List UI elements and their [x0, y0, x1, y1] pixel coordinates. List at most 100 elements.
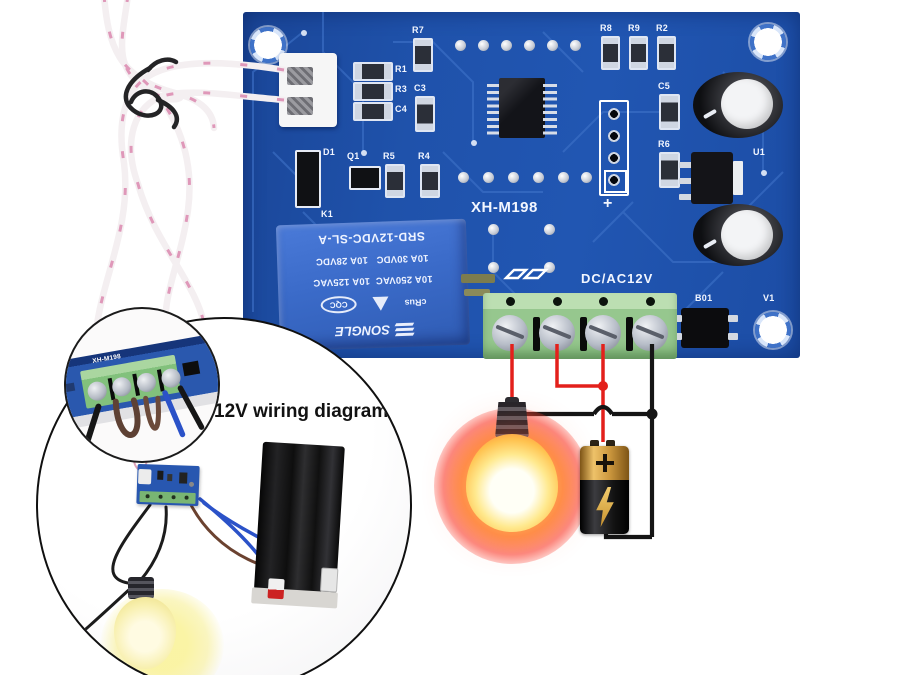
ic-pins-right: [543, 84, 557, 138]
capacitor-top: [721, 210, 773, 260]
transistor-q1: [349, 166, 381, 190]
resistor-r2: [657, 36, 676, 70]
via: [761, 170, 767, 176]
silkscreen-r5: R5: [383, 151, 396, 161]
mini-component: [179, 472, 188, 484]
solder-pad-bar: [461, 274, 495, 283]
solder-pad: [570, 40, 581, 51]
capacitor-top: [721, 79, 773, 129]
solder-pad: [508, 172, 519, 183]
solder-pad: [488, 262, 499, 273]
rectifier-b01: [672, 308, 738, 348]
component-leg: [728, 333, 738, 340]
closeup-wires: [79, 385, 205, 460]
ic-chip: [499, 78, 545, 138]
board-model-silkscreen: XH-M198: [471, 199, 538, 216]
silkscreen-r4: R4: [418, 151, 431, 161]
solder-pad: [544, 262, 555, 273]
silkscreen-r2: R2: [656, 23, 669, 33]
capacitor-c5: [659, 94, 680, 130]
resistor-r6: [659, 152, 680, 188]
solder-pad: [501, 40, 512, 51]
solder-pad: [458, 172, 469, 183]
regulator-leg: [679, 194, 695, 200]
via: [301, 30, 307, 36]
connector-crimp: [287, 67, 313, 85]
silkscreen-r8: R8: [600, 23, 613, 33]
solder-pad: [558, 172, 569, 183]
solder-pad: [547, 40, 558, 51]
silkscreen-r6: R6: [658, 139, 671, 149]
regulator-tab: [733, 161, 743, 195]
capacitor-c4: [353, 102, 393, 121]
battery: [580, 446, 629, 534]
sensor-connector: [279, 53, 337, 127]
header-hole: [608, 130, 620, 142]
solder-pad: [483, 172, 494, 183]
mounting-hole-bottom-right: [755, 312, 791, 348]
silkscreen-k1: K1: [321, 209, 334, 219]
regulator-leg: [679, 162, 695, 168]
mini-battery-terminal-red: [267, 578, 285, 600]
header-pin1-marker: [604, 170, 627, 193]
resistor-r8: [601, 36, 620, 70]
resistor-r7: [413, 38, 433, 72]
mini-battery-terminal-white: [319, 567, 339, 593]
terminal-screw-1: [492, 315, 528, 351]
silkscreen-plus: +: [603, 195, 613, 212]
mini-pcb-module: [136, 463, 200, 507]
silkscreen-c5: C5: [658, 81, 671, 91]
battery-body: [580, 480, 629, 534]
terminal-divider: [533, 317, 540, 351]
header-hole: [608, 108, 620, 120]
silkscreen-b01: B01: [695, 293, 713, 303]
inset-title: 12V wiring diagram: [214, 401, 389, 422]
voltage-regulator-u1: [679, 152, 745, 206]
component-leg: [672, 315, 682, 322]
mini-component: [167, 473, 173, 482]
terminal-hole: [646, 297, 655, 306]
regulator-leg: [679, 178, 695, 184]
pcb-board: R7 R1 R3 C4 C3 R8 R9 R2 C5 R6 D1 Q1 R5 R…: [243, 12, 800, 359]
ic-pins-left: [487, 84, 501, 138]
terminal-divider: [580, 317, 587, 351]
electrolytic-capacitor-top: [693, 72, 783, 138]
light-bulb: [466, 434, 558, 532]
silkscreen-r9: R9: [628, 23, 641, 33]
battery-plus-icon: [595, 454, 614, 472]
solder-pad: [478, 40, 489, 51]
solder-pad: [488, 224, 499, 235]
resistor-r3: [353, 82, 393, 101]
bulb-tip: [505, 397, 519, 405]
silkscreen-v1: V1: [763, 293, 775, 303]
battery-top-gold: [580, 446, 629, 480]
component-leg: [672, 333, 682, 340]
silkscreen-c4: C4: [395, 104, 408, 114]
mini-bulb-cap: [128, 577, 154, 599]
terminal-closeup-inset: XH-M198: [64, 307, 220, 463]
component-leg: [728, 315, 738, 322]
silkscreen-q1: Q1: [347, 151, 360, 161]
lightning-bolt-icon: [596, 487, 614, 527]
solder-pad: [455, 40, 466, 51]
resistor-r1: [353, 62, 393, 81]
terminal-block: [483, 293, 677, 359]
mini-relay: [138, 468, 152, 485]
bulb-socket-cap: [495, 402, 529, 438]
silkscreen-r7: R7: [412, 25, 425, 35]
solder-pad-bar: [464, 289, 490, 296]
connector-crimp: [287, 97, 313, 115]
diode-d1: [295, 150, 321, 208]
red-junction-dot: [598, 381, 608, 391]
black-junction-dot: [646, 408, 658, 420]
closeup-content: XH-M198: [66, 325, 218, 461]
terminal-hole: [553, 297, 562, 306]
power-rating-silkscreen: DC/AC12V: [581, 271, 654, 286]
via: [471, 140, 477, 146]
via: [361, 150, 367, 156]
cable-tie: [123, 57, 180, 130]
header-hole: [608, 174, 620, 186]
electrolytic-capacitor-bottom: [693, 204, 783, 266]
